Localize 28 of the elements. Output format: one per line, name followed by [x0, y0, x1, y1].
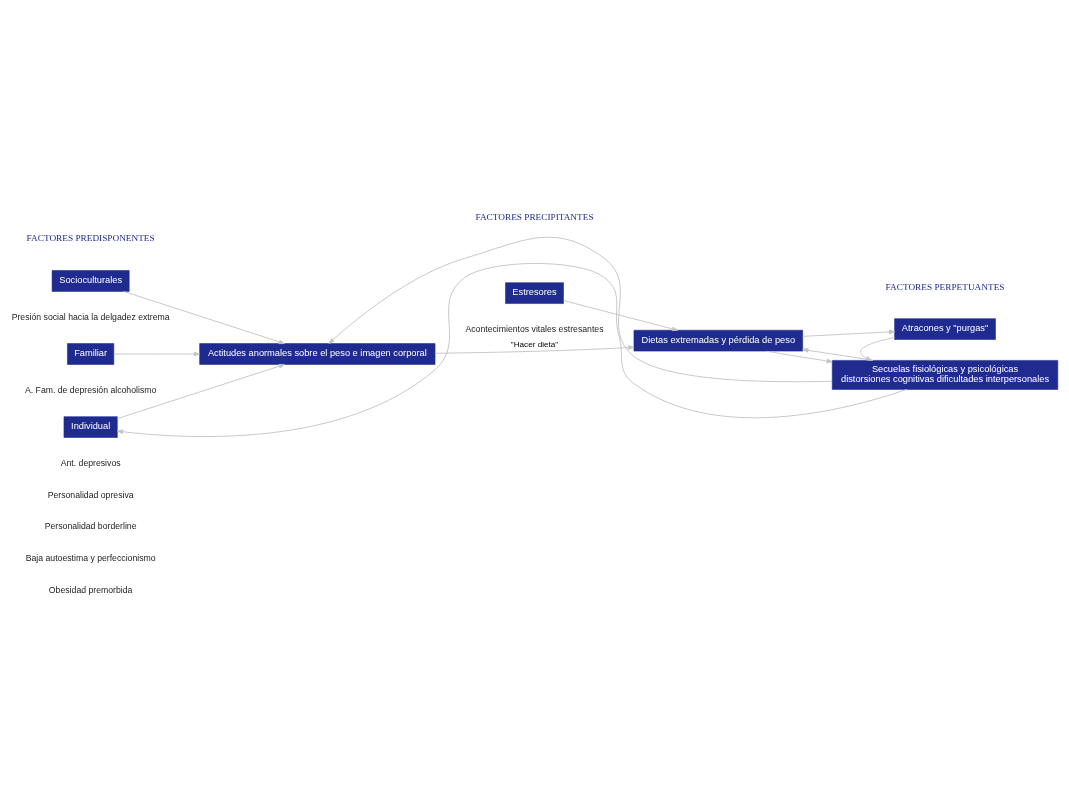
node-label: A. Fam. de depresión alcoholismo — [24, 384, 157, 395]
node-label: Personalidad opresiva — [47, 489, 134, 500]
arrow — [116, 363, 285, 420]
node-box: Atracones y "purgas" — [894, 318, 996, 340]
arrow — [802, 329, 896, 337]
arrow — [113, 351, 200, 357]
label: FACTORES PERPETUANTES — [885, 281, 1005, 292]
node-label: Acontecimientos vitales estresantes — [465, 323, 604, 334]
node-box: Individual — [63, 416, 118, 438]
arrow — [328, 236, 833, 383]
node-label: Presión social hacia la delgadez extrema — [11, 311, 170, 322]
node-box: Secuelas fisiológicas y psicológicas distorsiones cognitivas dificultades interpersonales — [831, 360, 1059, 390]
node-box: Actitudes anormales sobre el peso e imagen corporal — [199, 343, 436, 365]
arrow — [123, 290, 285, 345]
label: FACTORES PRECIPITANTES — [475, 211, 594, 222]
node-label: Obesidad premorbida — [48, 585, 133, 596]
node-box: Socioculturales — [51, 270, 130, 292]
node-box: Dietas extremadas y pérdida de peso — [633, 329, 803, 352]
node-box: Estresores — [505, 282, 564, 304]
arrow — [116, 263, 908, 437]
label: FACTORES PREDISPONENTES — [26, 233, 155, 244]
node-box: Familiar — [67, 343, 115, 365]
node-label: Personalidad borderline — [44, 521, 137, 532]
arrow — [563, 300, 678, 332]
node-label: Baja autoestima y perfeccionismo — [25, 553, 156, 564]
node-label: Ant. depresivos — [60, 457, 121, 468]
arrow — [434, 345, 635, 354]
arrow — [766, 350, 833, 364]
